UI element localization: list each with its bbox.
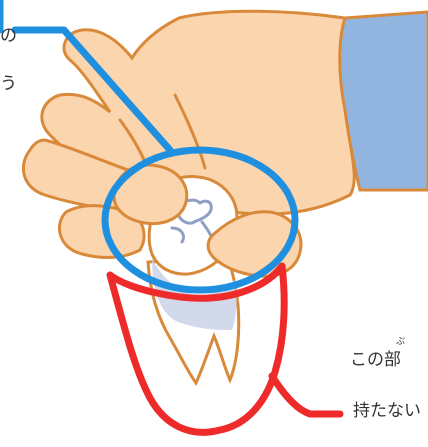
bottom-caption-ruby: ぶ [396,338,405,347]
top-caption-line-1: の [0,28,17,45]
bottom-caption-line-2: 持たない [353,403,421,420]
top-caption-line-2: う [0,76,17,93]
bottom-caption-line-1: この部 [350,352,401,369]
red-leader-line [272,376,340,414]
